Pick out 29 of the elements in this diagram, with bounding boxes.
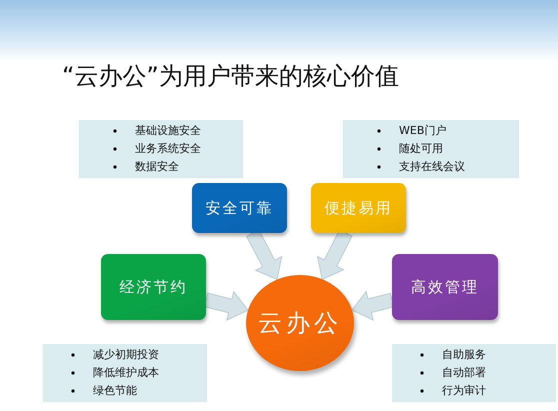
bullet-panel — [392, 344, 556, 402]
bullet-item: 数据安全 — [135, 160, 179, 174]
bullet-item: 业务系统安全 — [135, 142, 201, 156]
value-tile — [311, 183, 406, 233]
bullet-panel — [343, 120, 519, 178]
slide-title: “云办公”为用户带来的核心价值 — [62, 61, 399, 92]
value-tile — [192, 183, 287, 233]
bullet-item: 行为审计 — [442, 384, 486, 398]
bullet-item: 自动部署 — [442, 366, 486, 380]
hub-label: 云办公 — [258, 308, 342, 339]
value-tile — [101, 254, 206, 320]
hub-circle — [246, 275, 354, 371]
bullet-item: 自助服务 — [442, 348, 486, 362]
bullet-panel — [43, 344, 207, 402]
block-arrow — [204, 290, 249, 321]
bullet-item: 减少初期投资 — [93, 348, 159, 362]
value-tile — [392, 254, 498, 320]
bullet-item: 基础设施安全 — [135, 124, 201, 138]
bullet-item: 随处可用 — [399, 142, 443, 156]
tile-label: 经济节约 — [120, 278, 188, 296]
block-arrow — [351, 290, 394, 321]
bullet-panel — [79, 120, 243, 178]
bullet-item: 支持在线会议 — [399, 160, 465, 174]
tile-label: 安全可靠 — [206, 198, 274, 218]
bullet-item: WEB门户 — [399, 124, 446, 138]
bullet-item: 降低维护成本 — [93, 366, 159, 380]
tile-label: 高效管理 — [411, 278, 479, 296]
bullet-item: 绿色节能 — [93, 384, 137, 398]
tile-label: 便捷易用 — [324, 198, 392, 218]
